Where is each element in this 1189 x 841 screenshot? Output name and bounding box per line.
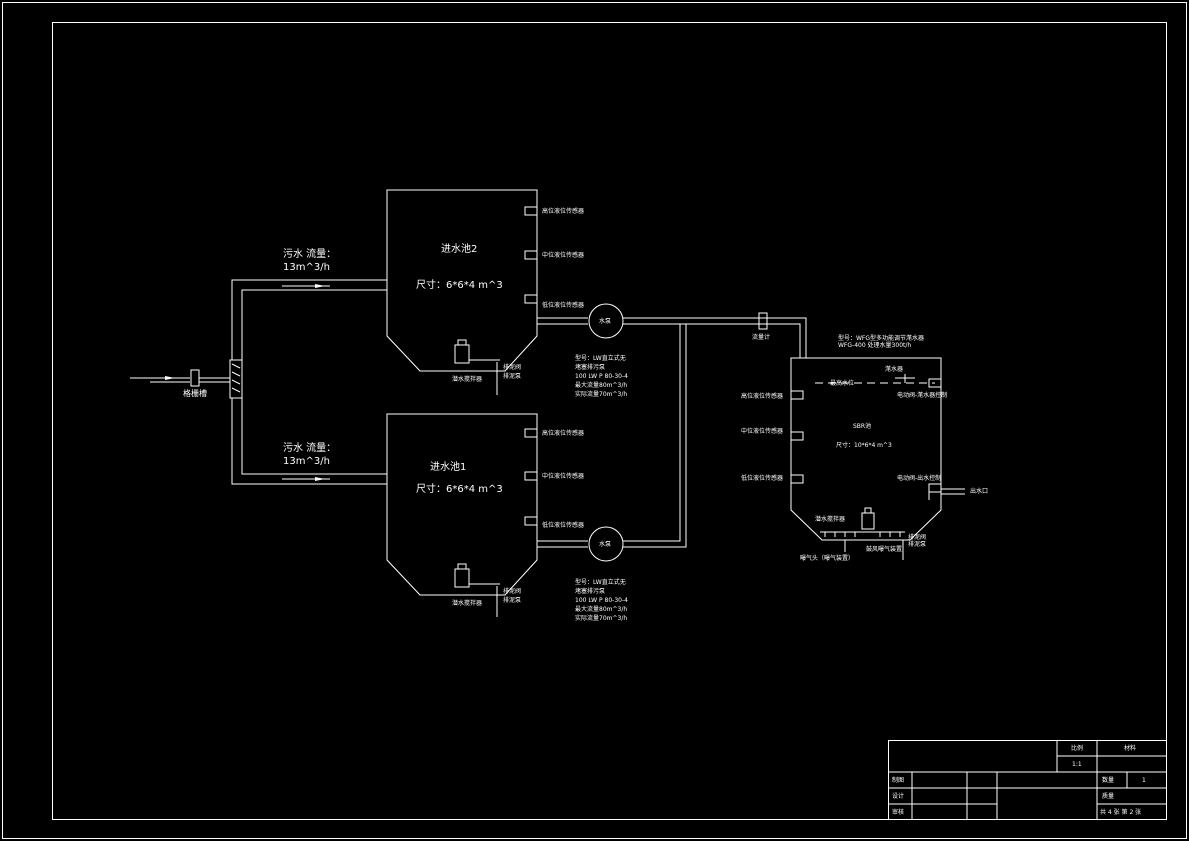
tank-2-size: 尺寸：6*6*4 m^3: [416, 278, 503, 291]
pump-bottom: [537, 324, 687, 562]
inner-border: [52, 22, 1167, 820]
flow-meter: [758, 312, 768, 330]
svg-text:堵塞排污泵: 堵塞排污泵: [575, 587, 605, 595]
sbr-note2: WFG-400 处理水量300t/h: [838, 341, 911, 349]
tank-1-sensor-mid: 中位液位传感器: [542, 472, 584, 480]
inlet-label: 格栅槽: [183, 388, 207, 398]
tb-scale-label: 比例: [1071, 744, 1083, 752]
sbr-sensor-mid: 中位液位传感器: [741, 427, 783, 435]
sbr-outlet: 出水口: [970, 487, 988, 495]
tank-1-size: 尺寸：6*6*4 m^3: [416, 482, 503, 495]
sbr-sludge-pump: 排泥泵: [908, 540, 926, 548]
tank-2-sensor-high: 高位液位传感器: [542, 207, 584, 215]
sbr-blower: 鼓风曝气装置: [866, 545, 902, 553]
inlet-grille: 格栅槽: [130, 359, 243, 399]
tank-2-sensor-low: 低位液位传感器: [542, 301, 584, 309]
pump-top-spec: 型号：LW直立式无 堵塞排污泵 100 LW P 80-30-4 最大流量80m…: [575, 354, 628, 398]
tb-qty-label: 数量: [1102, 776, 1114, 784]
sbr-level: 最高水位: [830, 379, 854, 387]
svg-text:最大流量80m^3/h: 最大流量80m^3/h: [575, 381, 627, 389]
flow-bottom-line2: 13m^3/h: [283, 456, 330, 467]
title-block: [888, 740, 1167, 820]
sbr-mixer: 潜水搅拌器: [815, 515, 845, 523]
tb-design: 设计: [892, 792, 904, 800]
tb-review: 审核: [892, 808, 904, 816]
pump-bottom-spec: 型号：LW直立式无 堵塞排污泵 100 LW P 80-30-4 最大流量80m…: [575, 578, 628, 622]
svg-text:实际流量70m^3/h: 实际流量70m^3/h: [575, 614, 627, 622]
svg-text:型号：LW直立式无: 型号：LW直立式无: [575, 354, 626, 362]
pump-top-label: 水泵: [599, 317, 611, 325]
sbr-sensor-high: 高位液位传感器: [741, 392, 783, 400]
tb-drawn: 制图: [892, 776, 904, 784]
tank-2-sensor-mid: 中位液位传感器: [542, 251, 584, 259]
tank-2-outlet: 排泥阀: [503, 363, 521, 371]
tank-2: [386, 189, 538, 395]
tank-1-sensor-high: 高位液位传感器: [542, 429, 584, 437]
svg-text:100 LW P 80-30-4: 100 LW P 80-30-4: [575, 373, 628, 380]
sbr-sludge-valve: 排泥阀: [908, 533, 926, 541]
tb-material-label: 材料: [1124, 744, 1136, 752]
sbr-sensor-low: 低位液位传感器: [741, 474, 783, 482]
sbr-note1: 型号：WFG型多功能调节滗水器: [838, 334, 924, 342]
flow-top-line2: 13m^3/h: [283, 262, 330, 273]
tank-1-outlet: 排泥阀: [503, 587, 521, 595]
svg-text:堵塞排污泵: 堵塞排污泵: [575, 363, 605, 371]
flow-top-line1: 污水 流量：: [283, 247, 336, 260]
tank-2-mixer: 潜水搅拌器: [452, 375, 482, 383]
flow-meter-label: 流量计: [752, 333, 770, 341]
sbr-tank: [790, 357, 965, 560]
sbr-motor: 电动阀-滗水器控制: [897, 391, 947, 399]
tank-2-outlet2: 排泥泵: [503, 372, 521, 380]
tank-1-outlet2: 排泥泵: [503, 596, 521, 604]
svg-text:型号：LW直立式无: 型号：LW直立式无: [575, 578, 626, 586]
tb-qty-value: 1: [1142, 777, 1146, 784]
distribution-pipes: [231, 279, 387, 485]
tb-sheet: 共 4 张 第 2 张: [1100, 808, 1141, 816]
flow-bottom-line1: 污水 流量：: [283, 441, 336, 454]
sbr-size: 尺寸：10*6*4 m^3: [836, 441, 892, 449]
tank-2-title: 进水池2: [441, 242, 477, 255]
tb-scale-value: 1:1: [1072, 761, 1082, 768]
svg-text:实际流量70m^3/h: 实际流量70m^3/h: [575, 390, 627, 398]
tb-weight-label: 质量: [1102, 792, 1114, 800]
sbr-decanter: 滗水器: [885, 365, 903, 373]
tank-1-sensor-low: 低位液位传感器: [542, 521, 584, 529]
tank-1-title: 进水池1: [430, 460, 466, 473]
svg-text:最大流量80m^3/h: 最大流量80m^3/h: [575, 605, 627, 613]
tank-1: [386, 413, 538, 617]
tank-1-mixer: 潜水搅拌器: [452, 599, 482, 607]
pump-bottom-label: 水泵: [599, 540, 611, 548]
svg-text:100 LW P 80-30-4: 100 LW P 80-30-4: [575, 597, 628, 604]
sbr-aerator: 曝气头（曝气装置）: [800, 554, 854, 562]
sbr-name: SBR池: [853, 422, 871, 430]
pump-top: [537, 303, 807, 358]
sbr-valve: 电动阀-出水控制: [897, 474, 941, 482]
